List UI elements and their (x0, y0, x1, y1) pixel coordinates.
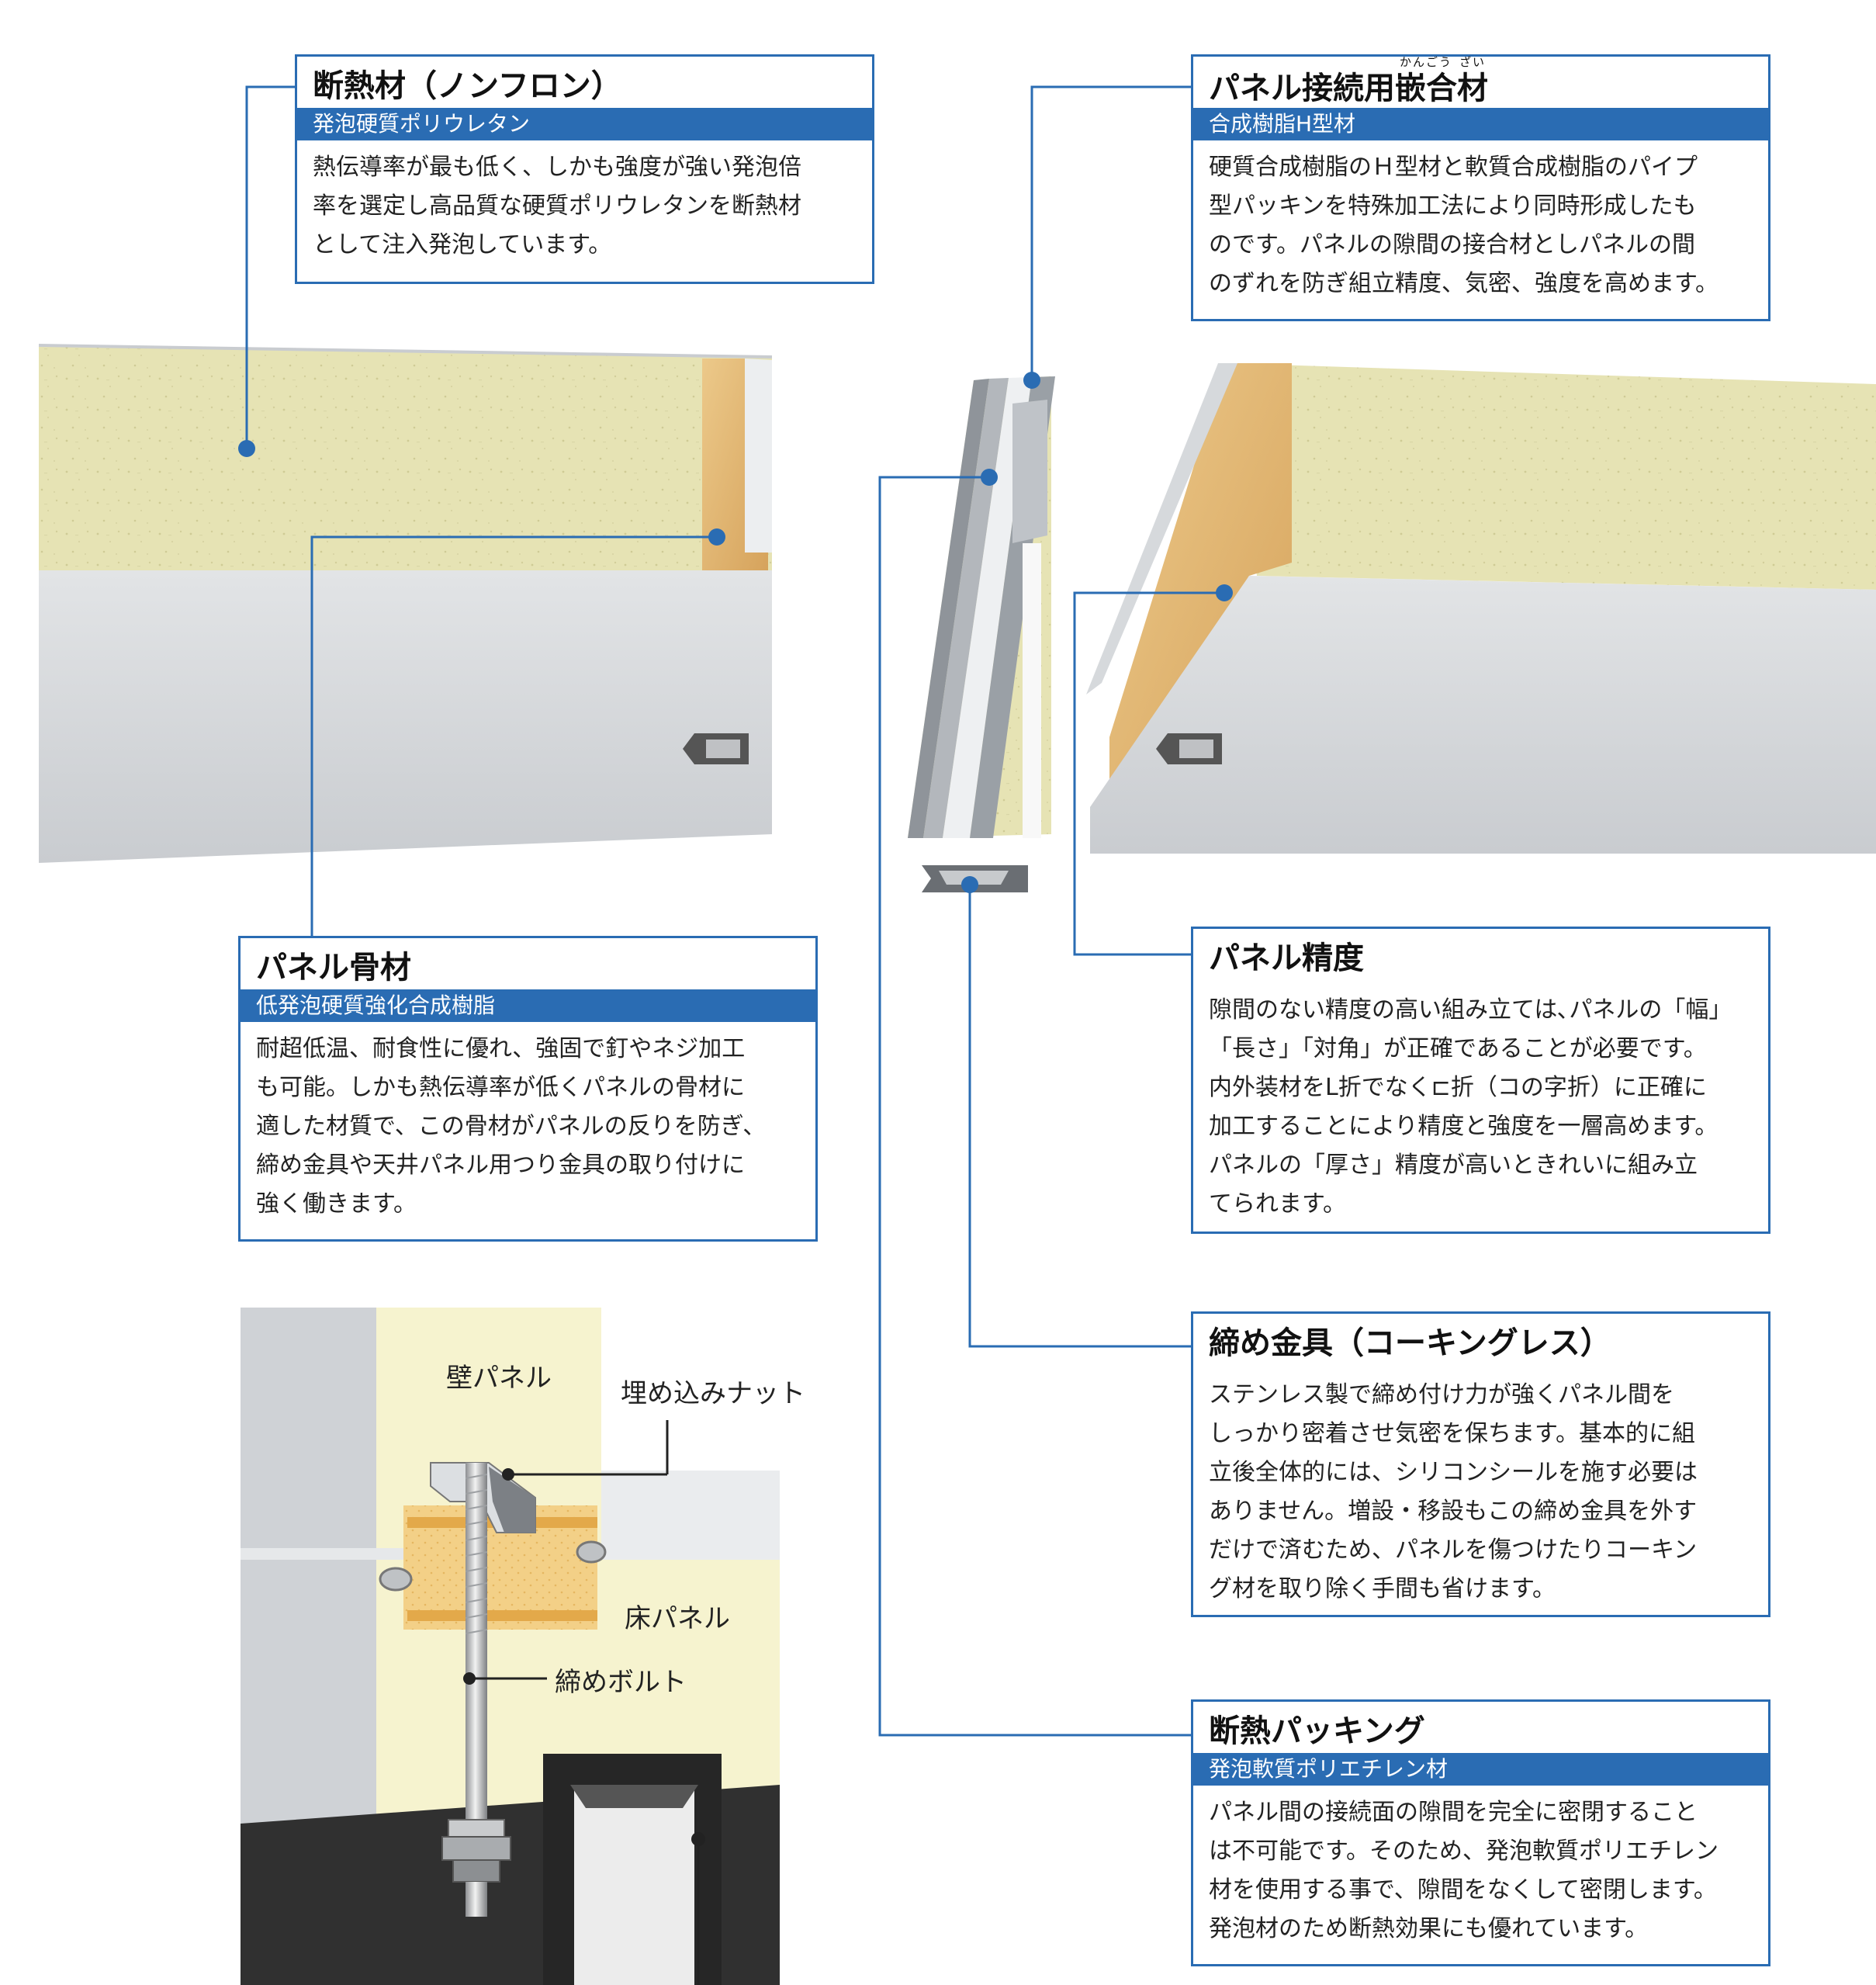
floor-panel-label: 床パネル (625, 1603, 730, 1634)
left-panel-frame (702, 359, 768, 570)
right-panel-skin-face (1090, 576, 1876, 854)
callout-subtitle: 発泡硬質ポリウレタン (297, 108, 872, 140)
callout-insulation: 断熱材（ノンフロン） 発泡硬質ポリウレタン 熱伝導率が最も低く、しかも強度が強い… (295, 54, 874, 284)
joint-title-ruby-reading: かんごう (1399, 55, 1452, 69)
wall-panel-label: 壁パネル (446, 1363, 552, 1394)
bolt-label: 締めボルト (555, 1667, 687, 1698)
callout-title: 断熱材（ノンフロン） (313, 68, 622, 104)
cross-section (241, 1308, 780, 1985)
callout-title: 締め金具（コーキングレス） (1209, 1325, 1611, 1361)
callout-body: 耐超低温、耐食性に優れ、強固で釘やネジ加工 も可能。しかも熱伝導率が低くパネルの… (256, 1035, 767, 1218)
callout-subtitle: 発泡軟質ポリエチレン材 (1193, 1753, 1768, 1786)
leader-lines (245, 85, 1224, 1737)
joint-title-ruby: かんごう嵌合 (1395, 55, 1457, 108)
right-panel-frame (1109, 363, 1292, 811)
callout-body: パネル間の接続面の隙間を完全に密閉すること は不可能です。そのため、発泡軟質ポリ… (1209, 1799, 1719, 1942)
joint-title-ruby-2: ざい材 (1457, 55, 1488, 108)
callout-fastener: 締め金具（コーキングレス） ステンレス製で締め付け力が強くパネル間を しっかり密… (1191, 1311, 1770, 1617)
callout-title: パネル精度 (1209, 941, 1364, 976)
embedded-nut-label: 埋め込みナット (621, 1378, 805, 1409)
callout-title: 断熱パッキング (1209, 1713, 1425, 1749)
right-panel (1086, 363, 1876, 854)
joint-title-ruby-base: 嵌合 (1395, 71, 1457, 106)
callout-packing: 断熱パッキング 発泡軟質ポリエチレン材 パネル間の接続面の隙間を完全に密閉するこ… (1191, 1699, 1770, 1966)
joint-title-ruby-base-2: 材 (1457, 71, 1488, 106)
left-panel (38, 344, 773, 863)
left-panel-skin-face (39, 570, 772, 863)
right-panel-edge (1086, 363, 1237, 695)
leader-dots (238, 372, 1233, 893)
left-panel-foam-top (39, 345, 772, 570)
callout-joint: パネル接続用かんごう嵌合ざい材 合成樹脂H型材 硬質合成樹脂のＨ型材と軟質合成樹… (1191, 54, 1770, 321)
right-panel-foam-top (1226, 363, 1876, 590)
joint-title-prefix: パネル接続用 (1209, 71, 1395, 106)
callout-precision: パネル精度 隙間のない精度の高い組み立ては､パネルの「幅」 「長さ」「対角」が正… (1191, 927, 1770, 1234)
left-panel-joint-edge (745, 359, 772, 553)
callout-body: 隙間のない精度の高い組み立ては､パネルの「幅」 「長さ」「対角」が正確であること… (1209, 996, 1732, 1218)
center-joint (908, 376, 1055, 892)
fastening-bolt (466, 1463, 487, 1835)
callout-subtitle: 合成樹脂H型材 (1193, 108, 1768, 140)
callout-title: パネル接続用かんごう嵌合ざい材 (1193, 55, 1768, 108)
callout-subtitle: 低発泡硬質強化合成樹脂 (241, 989, 815, 1022)
callout-frame: パネル骨材 低発泡硬質強化合成樹脂 耐超低温、耐食性に優れ、強固で釘やネジ加工 … (238, 936, 818, 1242)
joint-title-ruby-reading-2: ざい (1459, 55, 1486, 69)
callout-body: 熱伝導率が最も低く、しかも強度が強い発泡倍 率を選定し高品質な硬質ポリウレタンを… (313, 154, 801, 258)
callout-body: ステンレス製で締め付け力が強くパネル間を しっかり密着させ気密を保ちます。基本的… (1209, 1381, 1698, 1602)
callout-title: パネル骨材 (256, 950, 411, 986)
callout-body: 硬質合成樹脂のＨ型材と軟質合成樹脂のパイプ 型パッキンを特殊加工法により同時形成… (1209, 154, 1719, 297)
